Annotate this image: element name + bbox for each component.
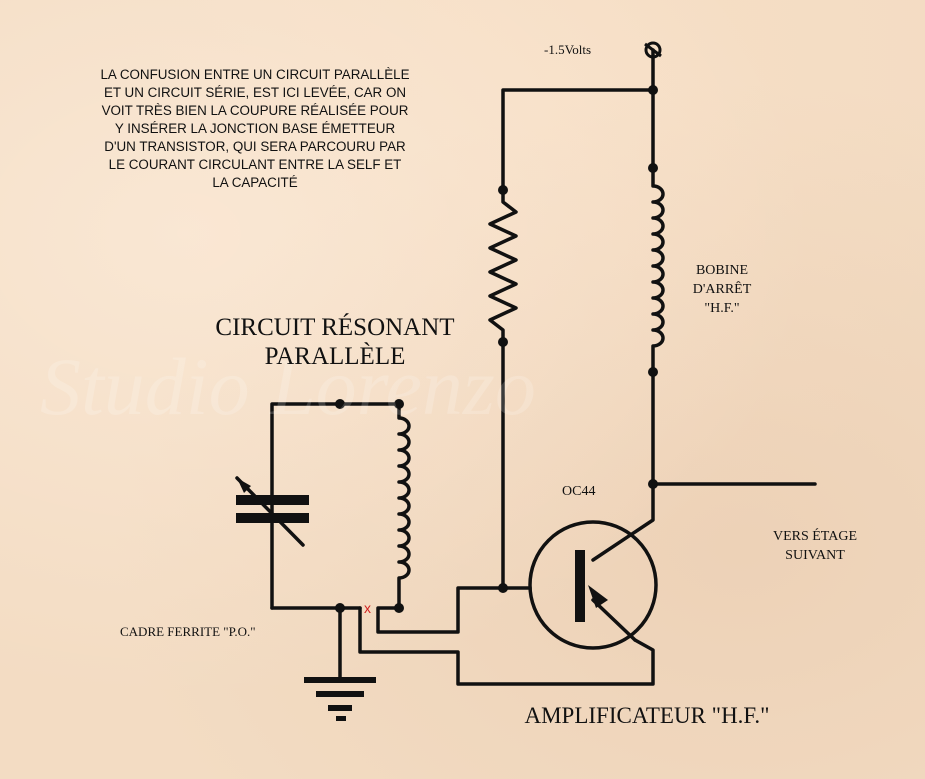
junction-dot [648,85,658,95]
choke-label: BOBINE D'ARRÊT "H.F." [662,261,782,318]
capacitor-plate-top [236,495,309,505]
capacitor-plate-bottom [236,513,309,523]
resonant-circuit-title: CIRCUIT RÉSONANT PARALLÈLE [170,313,500,371]
tank-top-wire [270,402,401,610]
ferrite-label: CADRE FERRITE "P.O." [120,624,256,639]
coil-to-base-wire [376,586,505,634]
variable-capacitor-arrow-head [237,478,251,493]
ground-to-emitter-wire [358,606,655,686]
tank-coil [397,402,411,610]
ground-bar-2 [316,691,364,697]
choke-label-line2: D'ARRÊT [692,282,752,297]
junction-dot [394,603,404,613]
emitter-arrow [588,585,608,608]
cut-mark: x [364,600,371,616]
next-stage-label: VERS ÉTAGE SUIVANT [740,527,890,565]
junction-dot [648,163,658,173]
junction-dot [498,337,508,347]
junction-dot [394,399,404,409]
ground-bar-1 [304,677,376,683]
choke-label-line1: BOBINE [695,263,749,278]
junction-dot [498,583,508,593]
ground-bar-3 [328,705,352,711]
junction-dot [648,367,658,377]
transistor-body [528,520,658,650]
resonant-title-line1: CIRCUIT RÉSONANT [215,314,455,341]
choke-label-line3: "H.F." [704,301,740,316]
supply-voltage-label: -1.5Volts [544,42,592,57]
junction-dot [648,479,658,489]
variable-capacitor-arrow [235,476,305,547]
amplifier-title: AMPLIFICATEUR "H.F." [524,703,770,728]
hf-choke-coil [651,166,665,374]
next-stage-line1: VERS ÉTAGE [772,529,858,544]
next-stage-line2: SUIVANT [785,548,845,563]
supply-terminal-icon [644,41,662,59]
emitter-lead [591,598,637,642]
bias-resistor [488,188,518,344]
collector-lead [591,482,655,562]
junction-dot [335,603,345,613]
supply-rail [501,88,655,192]
intro-text: LA CONFUSION ENTRE UN CIRCUIT PARALLÈLE … [100,67,410,190]
ground-bar-4 [336,716,346,721]
resonant-title-line2: PARALLÈLE [264,343,406,370]
junction-dot [335,399,345,409]
watermark: Studio Lorenzo [40,341,536,432]
junction-dot [498,185,508,195]
transistor-base-bar [575,550,585,622]
transistor-label: OC44 [562,484,596,499]
